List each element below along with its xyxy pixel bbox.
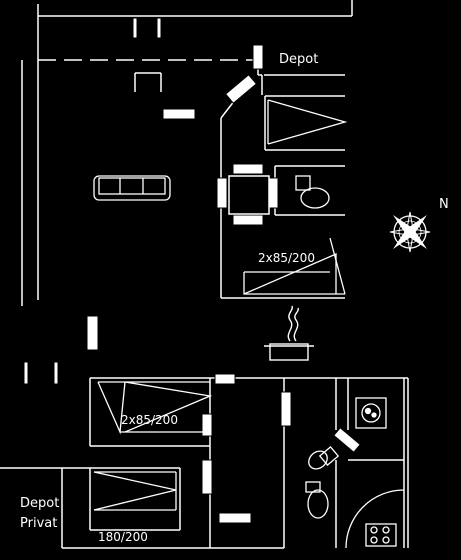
toilet-lower-icon	[305, 481, 329, 519]
door-symbol	[134, 72, 162, 92]
window-mark	[23, 361, 29, 385]
washing-machine-icon	[355, 397, 387, 429]
compass-rose-icon	[389, 211, 431, 253]
window-mark	[156, 17, 162, 39]
toilet-icon	[295, 175, 330, 209]
compass-north-label: N	[439, 197, 449, 212]
stove-icon	[365, 523, 397, 547]
window-mark	[333, 427, 361, 453]
window-mark	[216, 177, 228, 209]
depot-privat-label-line2: Privat	[20, 516, 57, 531]
window-mark	[218, 512, 252, 524]
bed-label-lower: 2x85/200	[121, 413, 178, 427]
bed-label-double: 180/200	[98, 530, 148, 544]
window-mark	[252, 44, 264, 70]
window-mark	[232, 214, 264, 226]
window-mark	[201, 413, 213, 437]
bed-label-upper: 2x85/200	[258, 251, 315, 265]
sink-icon	[308, 445, 340, 470]
bunk-bed-lower	[97, 381, 213, 435]
window-mark	[162, 108, 196, 120]
window-mark	[132, 17, 138, 39]
walls	[0, 0, 409, 549]
cooking-pot-icon	[264, 305, 314, 361]
shower-icon	[345, 489, 405, 549]
window-mark	[53, 361, 59, 385]
window-mark	[267, 177, 279, 209]
bunk-bed-upper	[243, 237, 346, 295]
window-mark	[280, 391, 292, 427]
bed-upper	[267, 99, 348, 145]
windows	[23, 17, 361, 524]
depot-privat-label-line1: Depot	[20, 496, 59, 511]
dining-table	[228, 175, 270, 215]
window-mark	[86, 315, 99, 351]
sofa-icon	[93, 175, 171, 201]
window-mark	[214, 373, 236, 385]
depot-label: Depot	[279, 52, 318, 67]
window-mark	[224, 74, 258, 104]
window-mark	[201, 459, 213, 495]
double-bed	[93, 471, 177, 511]
window-mark	[232, 163, 264, 175]
